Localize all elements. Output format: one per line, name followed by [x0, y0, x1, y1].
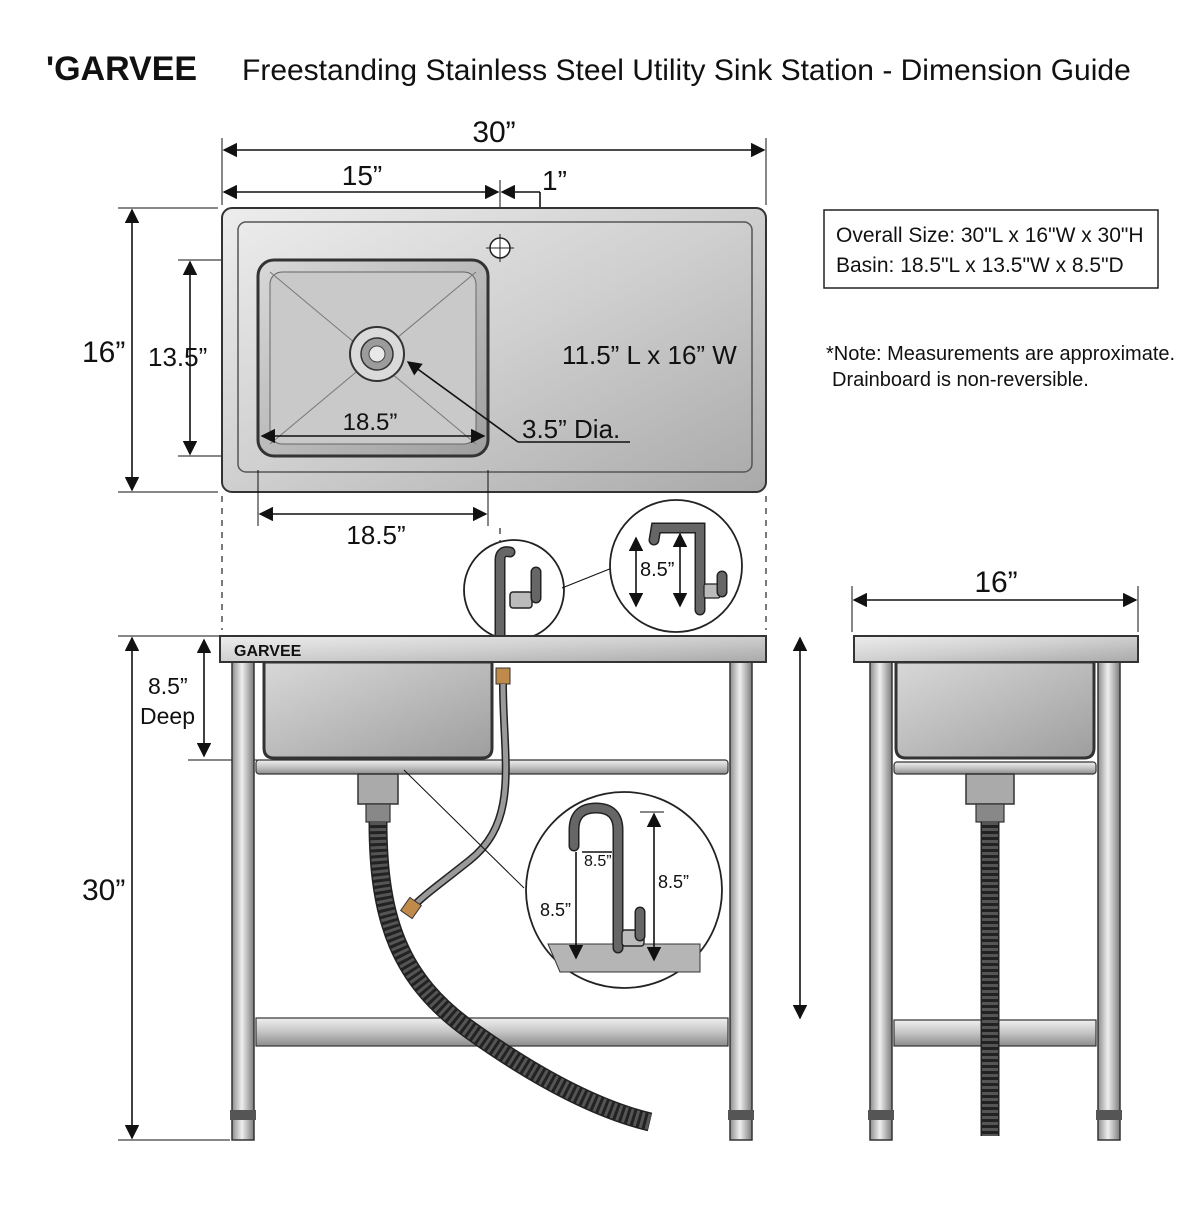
- title-text: Freestanding Stainless Steel Utility Sin…: [242, 54, 1131, 87]
- spec-basin: Basin: 18.5"L x 13.5"W x 8.5"D: [836, 254, 1124, 277]
- depth-value-label: 8.5”: [148, 673, 188, 699]
- top-view: 30” 15” 1” 16” 13.5”: [82, 116, 767, 550]
- basin-inner-length-label: 18.5”: [343, 409, 398, 436]
- side-view: 16”: [851, 566, 1139, 1141]
- overall-width-label: 16”: [82, 336, 125, 369]
- front-brand-label: GARVEE: [234, 643, 302, 660]
- front-height-label: 30”: [82, 874, 125, 907]
- front-basin: [262, 660, 494, 760]
- front-left-leg: [231, 659, 255, 1141]
- side-left-leg: [869, 659, 893, 1141]
- side-upper-rail: [893, 761, 1097, 775]
- title-brand: 'GARVEE: [46, 50, 197, 88]
- side-basin: [894, 660, 1096, 760]
- spec-overall: Overall Size: 30"L x 16"W x 30"H: [836, 224, 1144, 247]
- faucet-height-label: 8.5”: [640, 559, 674, 581]
- side-right-leg: [1097, 659, 1121, 1141]
- front-upper-rail: [255, 759, 729, 775]
- side-top: [853, 635, 1139, 663]
- drain-hose: [370, 821, 652, 1130]
- note-line1: *Note: Measurements are approximate.: [826, 343, 1175, 365]
- overall-length-label: 30”: [472, 116, 515, 149]
- basin-offset-label: 15”: [342, 160, 382, 191]
- front-top: [219, 635, 767, 663]
- faucet-detail-callout: 8.5” 8.5” 8.5”: [525, 791, 723, 989]
- drainboard-label: 11.5” L x 16” W: [562, 340, 737, 370]
- faucet-callout-small: [463, 539, 565, 644]
- depth-word-label: Deep: [140, 703, 195, 729]
- drain-diameter-label: 3.5” Dia.: [522, 414, 620, 444]
- spec-box: Overall Size: 30"L x 16"W x 30"H Basin: …: [823, 209, 1159, 289]
- front-right-leg: [729, 659, 753, 1141]
- front-view: 30” 8.5” Deep GARVEE: [82, 635, 808, 1141]
- basin-width-label: 13.5”: [148, 342, 207, 372]
- note-line2: Drainboard is non-reversible.: [832, 369, 1089, 391]
- spout-height-label: 8.5”: [540, 900, 571, 920]
- spout-reach-label: 8.5”: [584, 853, 612, 870]
- total-height-label: 8.5”: [658, 872, 689, 892]
- faucet-callout-dimension: 8.5”: [609, 499, 743, 633]
- basin-outer-length-label: 18.5”: [346, 520, 405, 550]
- faucet-gap-label: 1”: [542, 165, 567, 196]
- side-width-label: 16”: [974, 566, 1017, 599]
